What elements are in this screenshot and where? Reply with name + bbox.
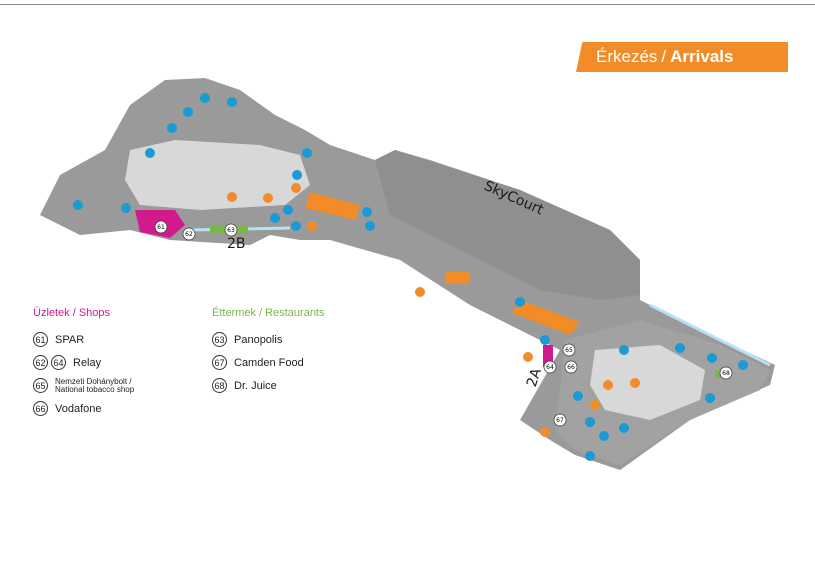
legend-badge: 64: [51, 355, 66, 370]
marker-drjuice: 68: [719, 366, 733, 380]
phone-icon-2: [619, 345, 629, 355]
restaurant-icon-9: [603, 380, 613, 390]
taxi-icon: [270, 213, 280, 223]
shops-legend-title: Üzletek / Shops: [33, 307, 111, 319]
exchange-icon-2: [573, 391, 583, 401]
restaurant-box: [445, 272, 470, 284]
elevator-icon-3: [291, 221, 301, 231]
legend-label: Dr. Juice: [234, 379, 277, 392]
legend-badge: 66: [33, 401, 48, 416]
baggage-icon: [145, 148, 155, 158]
restroom-icon-2: [73, 200, 83, 210]
elevator-icon-2: [283, 205, 293, 215]
marker-tobacco: 65: [562, 343, 576, 357]
phone-icon: [121, 203, 131, 213]
restaurant-icon-4: [307, 221, 317, 231]
floor-plan: [40, 78, 775, 470]
legend-label-line1: Nemzeti Dohánybolt /: [55, 376, 132, 386]
2a-hall: [590, 345, 705, 420]
info-icon-4: [585, 451, 595, 461]
restaurant-icons: [227, 183, 640, 437]
restaurant-icon-6: [523, 352, 533, 362]
info-icon: [200, 93, 210, 103]
info-icon-3: [540, 335, 550, 345]
skycourt-floor: [375, 150, 640, 300]
restaurants-legend-title: Éttermek / Restaurants: [212, 307, 325, 319]
restaurant-strip-skycourt: [512, 300, 580, 335]
atm-icon-2: [675, 343, 685, 353]
elevator-icon: [227, 97, 237, 107]
restroom-icon-3: [365, 221, 375, 231]
legend-row-tobacco: 65 Nemzeti Dohánybolt / National tobacco…: [33, 374, 134, 397]
marker-vodafone: 66: [564, 360, 578, 374]
glass-wall-2a: [649, 303, 771, 367]
legend-label: Nemzeti Dohánybolt / National tobacco sh…: [55, 376, 135, 394]
legend-row-vodafone: 66 Vodafone: [33, 397, 134, 420]
restaurant-icon-10: [630, 378, 640, 388]
top-divider: [0, 4, 815, 5]
map-markers: 61 62 63 64 65 66 67 68: [154, 220, 733, 427]
banner-separator: /: [661, 47, 667, 66]
legend-badge: 67: [212, 355, 227, 370]
marker-camden: 67: [553, 413, 567, 427]
restaurant-strip-2b: [305, 192, 360, 220]
legend-row-drjuice: 68 Dr. Juice: [212, 374, 325, 397]
wifi-icon-2: [707, 353, 717, 363]
svg-text:67: 67: [556, 417, 564, 424]
legend-badge: 68: [212, 378, 227, 393]
service-icons: [73, 93, 748, 461]
restroom-icon: [183, 107, 193, 117]
wifi-icon-3: [705, 393, 715, 403]
taxi-icon-2: [619, 423, 629, 433]
marker-panopolis: 63: [224, 223, 238, 237]
banner-title-hu: Érkezés: [596, 47, 658, 66]
banner-title-en: Arrivals: [670, 47, 734, 66]
legend-row-spar: 61 SPAR: [33, 328, 134, 351]
legend-label: Relay: [73, 356, 102, 369]
svg-text:63: 63: [227, 227, 235, 234]
restroom-icon-4: [515, 297, 525, 307]
legend-label: Camden Food: [234, 356, 304, 369]
legend-label-line2: National tobacco shop: [55, 384, 135, 394]
terminal-2b-label: 2B: [227, 236, 246, 252]
legend-badge: 63: [212, 332, 227, 347]
legend-row-camden: 67 Camden Food: [212, 351, 325, 374]
restaurant-icon-7: [540, 427, 550, 437]
restroom-icon-5: [585, 417, 595, 427]
legend-row-relay: 62 64 Relay: [33, 351, 134, 374]
legend-label: Vodafone: [55, 402, 102, 415]
legend-badge: 61: [33, 332, 48, 347]
legend-badge: 65: [33, 378, 48, 393]
restaurant-icon: [227, 192, 237, 202]
legend-label: Panopolis: [234, 333, 283, 346]
exchange-icon: [362, 207, 372, 217]
svg-text:62: 62: [185, 231, 193, 238]
atm-icon: [167, 123, 177, 133]
legend-row-panopolis: 63 Panopolis: [212, 328, 325, 351]
restroom-icon-6: [599, 431, 609, 441]
legend-badge: 62: [33, 355, 48, 370]
svg-text:68: 68: [722, 370, 730, 377]
info-icon-2: [292, 170, 302, 180]
marker-relay-2a: 64: [543, 360, 557, 374]
restaurants-legend: Éttermek / Restaurants 63 Panopolis 67 C…: [212, 307, 325, 397]
restaurant-icon-8: [590, 400, 600, 410]
shop-area-2a: [543, 345, 553, 367]
marker-spar: 61: [154, 220, 168, 234]
svg-text:65: 65: [565, 347, 573, 354]
svg-text:66: 66: [567, 364, 575, 371]
svg-text:64: 64: [546, 364, 554, 371]
2b-hall: [125, 140, 310, 210]
legend-label: SPAR: [55, 333, 85, 346]
arrivals-banner: Érkezés / Arrivals: [576, 42, 788, 72]
marker-relay-2b: 62: [182, 227, 196, 241]
svg-text:61: 61: [157, 224, 165, 231]
restaurant-icon-5: [415, 287, 425, 297]
wifi-icon: [302, 148, 312, 158]
restaurant-icon-3: [291, 183, 301, 193]
shops-legend: Üzletek / Shops 61 SPAR 62 64 Relay 65 N…: [33, 307, 134, 420]
baggage-icon-2: [738, 360, 748, 370]
restaurant-icon-2: [263, 193, 273, 203]
